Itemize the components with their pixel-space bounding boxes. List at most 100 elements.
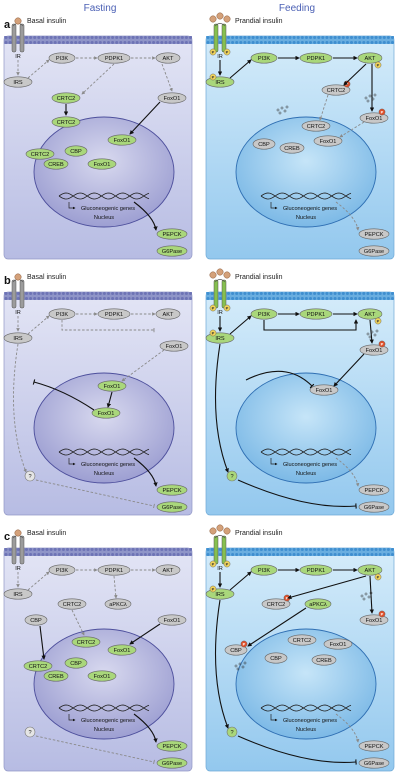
phospho-circle <box>223 304 231 312</box>
membrane-band <box>4 548 192 556</box>
pathway-curve <box>133 713 158 743</box>
pathway-link <box>35 479 155 509</box>
membrane-lipid <box>358 548 362 551</box>
node-foxo1: FoxO1 <box>313 135 343 147</box>
node-irs-shape <box>3 332 33 344</box>
membrane-lipid <box>329 36 333 39</box>
pathway-link <box>27 571 50 591</box>
membrane-lipid <box>300 297 304 300</box>
node-creb-shape <box>279 142 305 154</box>
membrane-lipid <box>176 553 180 556</box>
membrane-lipid <box>4 297 8 300</box>
membrane-lipid <box>382 297 386 300</box>
degradation-dots <box>360 591 373 601</box>
membrane-lipid <box>184 553 188 556</box>
membrane-lipid <box>321 292 325 295</box>
membrane-lipid <box>37 36 41 39</box>
receptor-chain-right <box>221 535 227 565</box>
membrane-lipid <box>131 297 135 300</box>
membrane-lipid <box>251 41 255 44</box>
node-pi3k-shape <box>48 564 76 576</box>
membrane-lipid <box>70 297 74 300</box>
membrane-lipid <box>53 297 57 300</box>
membrane-lipid <box>16 41 20 44</box>
membrane-lipid <box>143 292 147 295</box>
membrane-lipid <box>345 297 349 300</box>
membrane-lipid <box>86 41 90 44</box>
node-cbp: CBP <box>224 644 248 656</box>
pathway-link <box>319 94 329 121</box>
node-akt-label: AKT <box>163 56 174 62</box>
membrane-lipid <box>8 297 12 300</box>
cell-membrane <box>206 36 394 44</box>
node-foxo1: FoxO1 <box>91 407 121 419</box>
membrane-lipid <box>25 553 28 556</box>
membrane-lipid <box>119 548 123 551</box>
membrane-lipid <box>354 548 358 551</box>
membrane-lipid <box>61 548 65 551</box>
phospho-circle <box>378 340 386 348</box>
node-creb: CREB <box>43 670 69 682</box>
membrane-lipid <box>102 548 106 551</box>
membrane-lipid <box>284 297 288 300</box>
membrane-lipid <box>25 36 28 39</box>
degradation-dot <box>373 333 377 337</box>
membrane-lipid <box>325 297 329 300</box>
node-pepck-label: PEPCK <box>163 744 182 750</box>
pathway-curve <box>133 457 158 487</box>
node-g6pase: G6Pase <box>156 501 188 513</box>
membrane-lipid <box>156 553 160 556</box>
membrane-lipid <box>180 548 184 551</box>
node-crtc2-label: CRTC2 <box>77 640 96 646</box>
node-pi3k-label: PI3K <box>56 568 68 574</box>
membrane-lipid <box>82 292 86 295</box>
node-apkc-shape <box>104 598 132 610</box>
membrane-lipid <box>378 292 382 295</box>
node-akt-label: AKT <box>163 568 174 574</box>
membrane-lipid <box>268 553 271 556</box>
node-cbp-shape <box>24 614 48 626</box>
membrane-lipid <box>148 297 151 300</box>
membrane-lipid <box>325 41 329 44</box>
prandial-insulin-label: Prandial insulin <box>235 18 283 25</box>
dna-strand <box>260 448 352 456</box>
node-foxo1-label: FoxO1 <box>330 642 347 648</box>
membrane-lipid <box>329 548 333 551</box>
membrane-lipid <box>176 41 180 44</box>
node-pi3k-label: PI3K <box>56 312 68 318</box>
membrane-lipid <box>156 41 160 44</box>
transcription-arrow <box>270 202 278 210</box>
node-pi3k-shape <box>250 564 278 576</box>
insulin-molecule <box>209 15 217 23</box>
panel-letter-c: c <box>4 531 10 543</box>
membrane-lipid <box>115 548 119 551</box>
membrane-lipid <box>231 292 235 295</box>
node-pepck: PEPCK <box>358 484 390 496</box>
membrane-lipid <box>292 292 296 295</box>
membrane-lipid <box>168 553 172 556</box>
membrane-lipid <box>29 36 33 39</box>
membrane-lipid <box>57 292 61 295</box>
node-akt-label: AKT <box>365 568 376 574</box>
node-crtc2-shape <box>25 148 55 160</box>
membrane-lipid <box>8 548 12 551</box>
node-akt-label: AKT <box>163 312 174 318</box>
degradation-dots <box>234 661 247 671</box>
membrane-lipid <box>8 41 12 44</box>
phospho-marker: P <box>209 585 217 593</box>
membrane-lipid <box>284 292 288 295</box>
membrane-lipid <box>152 292 156 295</box>
phospho-label: P <box>212 586 215 591</box>
membrane-lipid <box>127 548 131 551</box>
node-foxo1-shape <box>157 614 187 626</box>
membrane-lipid <box>189 292 192 295</box>
phospho-circle <box>209 304 217 312</box>
membrane-lipid <box>127 553 131 556</box>
pathway-link <box>121 349 165 382</box>
node-foxo1-shape <box>107 134 137 146</box>
membrane-lipid <box>189 548 192 551</box>
phospho-label: P <box>377 574 380 579</box>
membrane-lipid <box>139 297 143 300</box>
membrane-lipid <box>341 292 345 295</box>
